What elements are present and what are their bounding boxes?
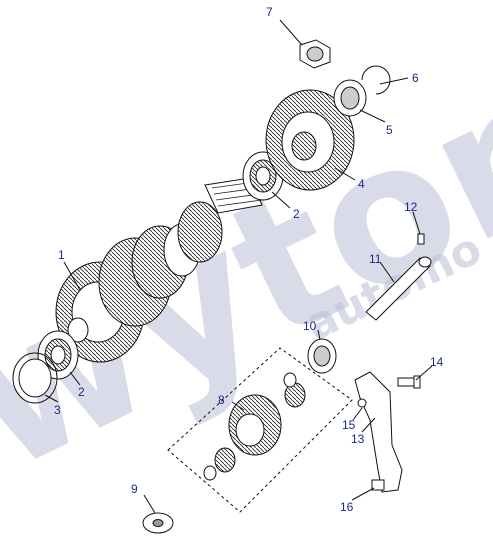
clip-part-15 [357,398,367,408]
needle-bearing-assembly-part-8 [167,347,353,513]
callout-15: 15 [342,418,356,432]
gear-cluster-part-1 [55,201,223,363]
callout-10: 10 [303,319,317,333]
callout-5: 5 [386,123,393,137]
leader-lines [44,19,433,514]
callout-13: 13 [351,432,365,446]
circlip-part-6 [361,65,391,95]
callout-2-upper: 2 [293,207,300,221]
callout-2-lower: 2 [78,385,85,399]
callout-1: 1 [58,248,65,262]
gear-part-4 [265,89,355,191]
callout-11: 11 [369,252,382,266]
callout-16: 16 [340,500,354,514]
callout-8: 8 [218,393,225,407]
callout-9: 9 [131,482,138,496]
callout-7: 7 [266,5,273,19]
callout-14: 14 [430,355,444,369]
washer-part-9 [142,512,174,534]
pin-part-16 [371,479,385,491]
callout-labels: 7 6 5 4 2 12 11 10 14 1 2 3 8 15 13 9 16 [54,5,444,514]
shift-rod-part-11 [365,256,432,321]
pin-part-12 [417,233,425,245]
bolt-part-14 [397,375,421,389]
callout-3: 3 [54,403,61,417]
shift-arm-part-13 [354,371,403,493]
nut-part-7 [299,39,331,69]
shim-ring-part-3 [12,352,58,404]
bearing-part-5 [333,79,367,117]
callout-4: 4 [358,177,365,191]
callout-6: 6 [412,71,419,85]
callout-12: 12 [404,200,418,214]
bearing-part-10 [307,338,337,374]
